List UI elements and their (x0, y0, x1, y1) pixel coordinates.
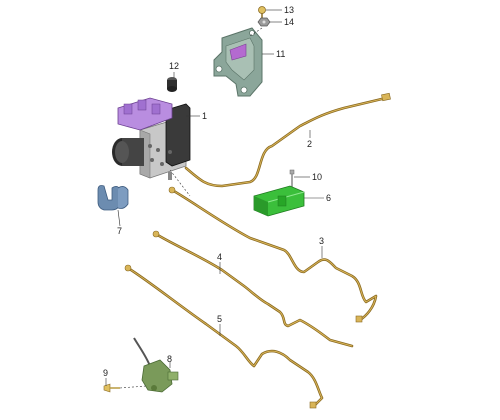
callout-12: 12 (169, 61, 179, 71)
callout-2: 2 (307, 139, 312, 149)
callout-4: 4 (217, 252, 222, 262)
mounting-bracket-icon (213, 27, 263, 97)
callout-9: 9 (103, 368, 108, 378)
callout-1: 1 (202, 111, 207, 121)
callout-6: 6 (326, 193, 331, 203)
brake-line-3-icon (168, 186, 378, 323)
callout-10: 10 (312, 172, 322, 182)
abs-unit-icon (112, 97, 191, 180)
callout-7: 7 (117, 226, 122, 236)
callout-8: 8 (167, 354, 172, 364)
callout-13: 13 (284, 5, 294, 15)
green-bracket-icon (253, 185, 305, 217)
bolt-icon (289, 169, 295, 188)
rubber-bushing-icon (167, 77, 177, 92)
callout-leaders (105, 9, 324, 386)
brake-line-5-icon (124, 264, 324, 409)
nut-icon (257, 17, 271, 27)
brake-line-2-icon (184, 92, 391, 188)
screw-icon (103, 383, 120, 393)
callout-14: 14 (284, 17, 294, 27)
callout-11: 11 (276, 49, 285, 59)
bolt-13-icon (258, 6, 266, 18)
callout-3: 3 (319, 236, 324, 246)
sensor-icon (133, 337, 179, 393)
brake-line-4-icon (152, 230, 354, 348)
clip-icon (97, 185, 129, 211)
callout-5: 5 (217, 314, 222, 324)
